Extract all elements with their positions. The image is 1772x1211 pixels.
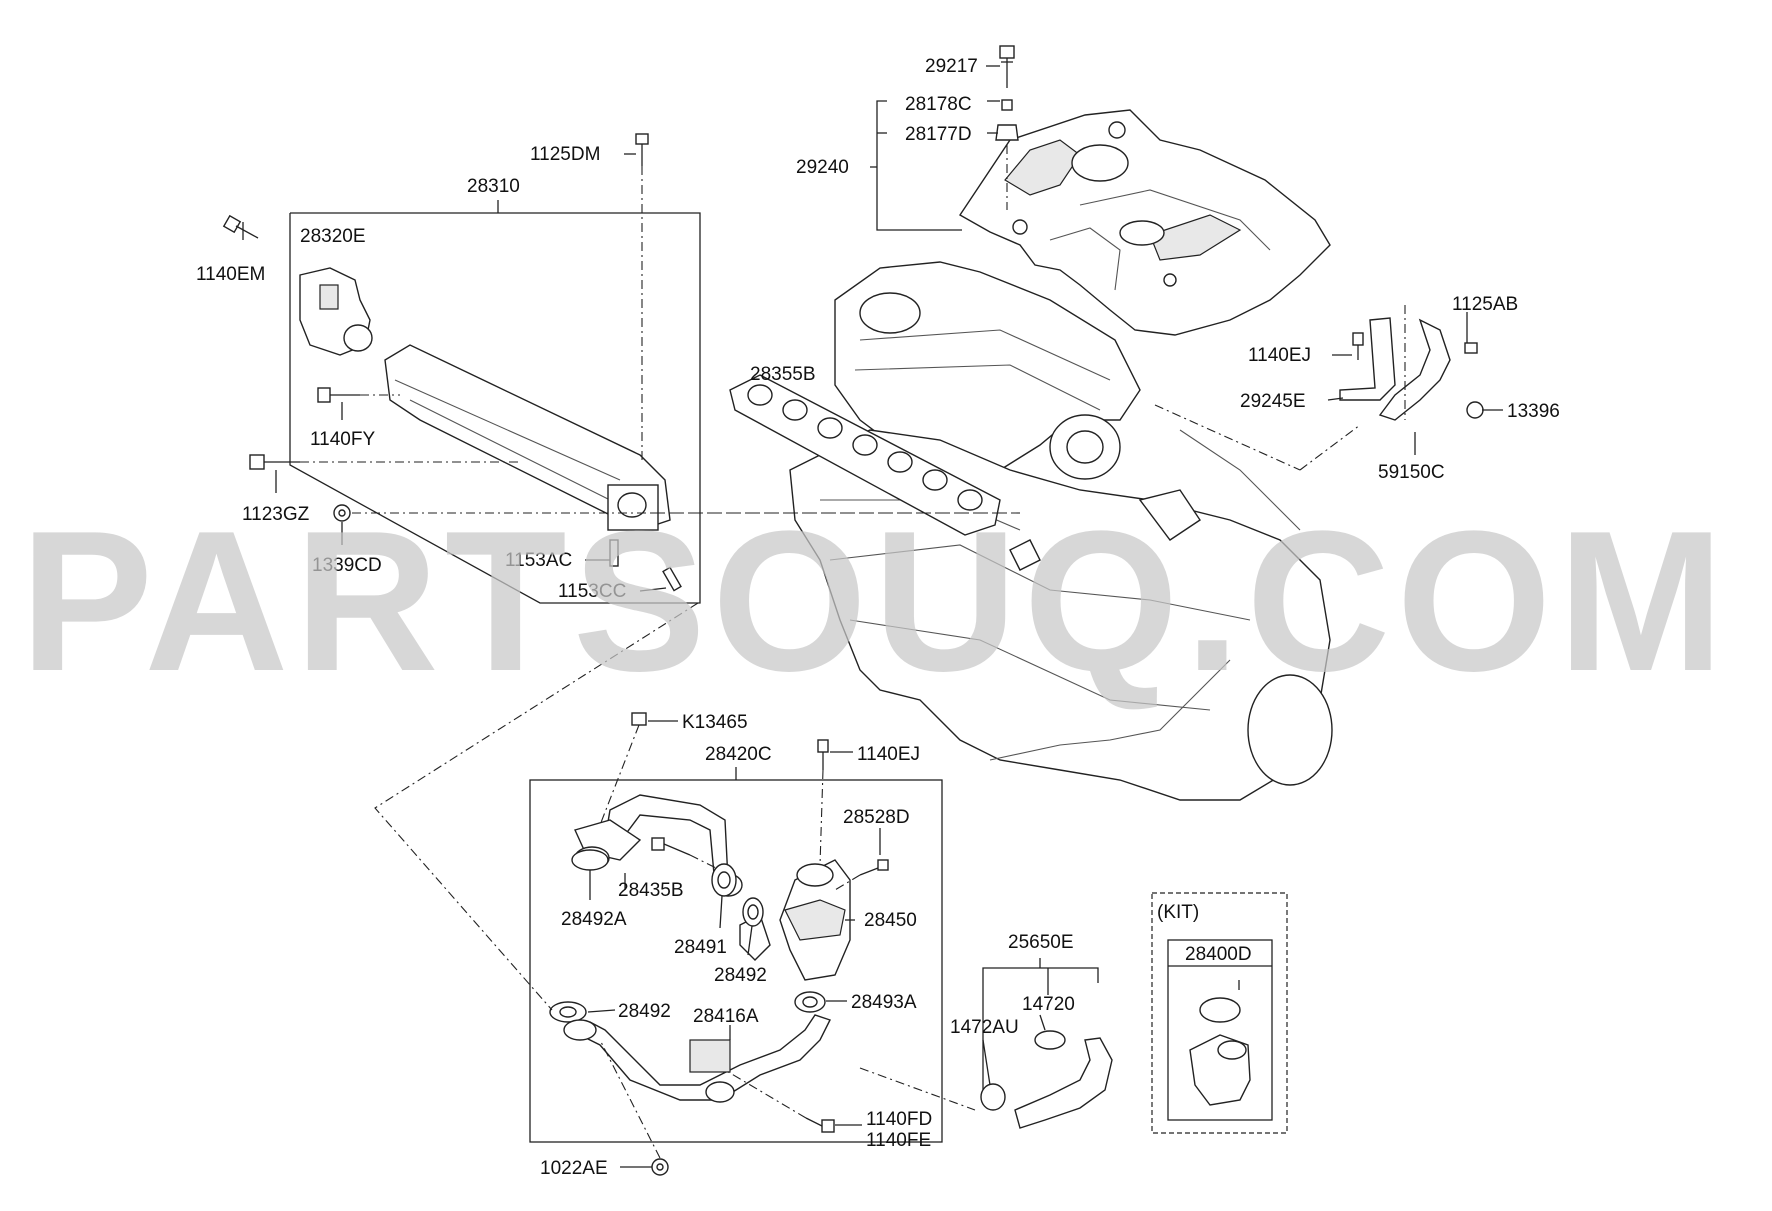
gasket-28355b-drawing (729, 374, 1001, 536)
bracket-drawing (1154, 305, 1484, 471)
label-1472au: 1472AU (950, 1017, 1019, 1038)
stud-1153ac-icon (609, 539, 619, 567)
label-1140em: 1140EM (196, 264, 265, 285)
label-28320e: 28320E (300, 226, 366, 247)
label-28492-lower: 28492 (618, 1001, 671, 1022)
label-28310: 28310 (467, 176, 520, 197)
gasket-28492-upper-icon (742, 897, 764, 927)
label-1125dm: 1125DM (530, 144, 600, 165)
hose-group-bracket (982, 958, 1099, 1090)
label-28450: 28450 (864, 910, 917, 931)
label-28178c: 28178C (905, 94, 972, 115)
label-1339cd: 1339CD (312, 555, 382, 576)
bolt-1140em-icon (222, 214, 259, 239)
watermark-text: PARTSOUQ.COM (20, 490, 1730, 713)
nut-1339cd-icon (333, 504, 1010, 522)
label-59150c: 59150C (1378, 462, 1445, 483)
label-28435b: 28435B (618, 880, 684, 901)
bolt-29217-icon (999, 45, 1015, 88)
stud-1153cc-icon (662, 566, 682, 592)
label-1153ac: 1153AC (505, 550, 572, 571)
label-14720: 14720 (1022, 994, 1075, 1015)
label-k13465: K13465 (682, 712, 748, 733)
label-29245e: 29245E (1240, 391, 1306, 412)
gasket-28492-lower-icon (549, 1001, 587, 1023)
bolt-1140fy-icon (317, 387, 400, 403)
label-25650e: 25650E (1008, 932, 1074, 953)
kit-label: (KIT) (1157, 902, 1199, 923)
label-28416a: 28416A (693, 1006, 759, 1027)
label-28492a: 28492A (561, 909, 627, 930)
connector-line (374, 602, 699, 1011)
throttle-body-drawing (299, 267, 373, 356)
label-1140ej-top: 1140EJ (1248, 345, 1311, 366)
label-28492-upper: 28492 (714, 965, 767, 986)
label-29217: 29217 (925, 56, 978, 77)
label-28420c: 28420C (705, 744, 772, 765)
mount-icon (995, 124, 1019, 141)
label-28491: 28491 (674, 937, 727, 958)
gasket-28492a-icon (571, 849, 609, 871)
bolt-k13465-icon (599, 712, 647, 826)
label-28177d: 28177D (905, 124, 972, 145)
bolt-1140ej-mid-icon (817, 739, 829, 866)
label-28528d: 28528D (843, 807, 910, 828)
bolt-28435b-icon (651, 837, 721, 871)
label-28400d: 28400D (1185, 944, 1252, 965)
bolt-1140fd-icon (724, 1069, 835, 1133)
bolt-1123gz-icon (249, 454, 520, 470)
clamp-1472au-icon (980, 1083, 1006, 1111)
grommet-icon (1001, 99, 1013, 111)
label-28493a: 28493A (851, 992, 917, 1013)
label-28355b: 28355B (750, 364, 816, 385)
engine-assembly-drawing (789, 261, 1333, 801)
label-13396: 13396 (1507, 401, 1560, 422)
clamp-14720-icon (1034, 1030, 1066, 1050)
label-1022ae: 1022AE (540, 1158, 608, 1179)
egr-pipe-drawing (574, 794, 771, 961)
egr-group-box (529, 767, 943, 1143)
bolt-1125dm-icon (635, 133, 649, 460)
label-1153cc: 1153CC (558, 581, 626, 602)
kit-egr-valve-drawing (1189, 980, 1251, 1106)
label-1125ab: 1125AB (1452, 294, 1518, 315)
kit-box (1151, 892, 1288, 1134)
label-1123gz: 1123GZ (242, 504, 310, 525)
bolt-28528d-icon (834, 859, 889, 891)
engine-cover-drawing (959, 109, 1331, 336)
egr-cooler-pipe-drawing (563, 1014, 831, 1103)
leader-lines (242, 65, 1503, 1168)
label-1140fy: 1140FY (310, 429, 375, 450)
label-1140fd: 1140FD (866, 1109, 932, 1130)
intake-manifold-drawing (384, 344, 671, 531)
label-1140fe: 1140FE (866, 1130, 931, 1151)
manifold-group-box (289, 200, 701, 604)
part-labels: 29217 28178C 28177D 29240 1125DM 28310 2… (196, 56, 1560, 1179)
label-29240: 29240 (796, 157, 849, 178)
gasket-28491-icon (711, 863, 737, 897)
gasket-28493a-icon (794, 991, 826, 1013)
egr-valve-drawing (779, 859, 851, 981)
label-1140ej-mid: 1140EJ (857, 744, 920, 765)
nut-1022ae-icon (599, 1039, 669, 1176)
connector-line (859, 1067, 976, 1111)
